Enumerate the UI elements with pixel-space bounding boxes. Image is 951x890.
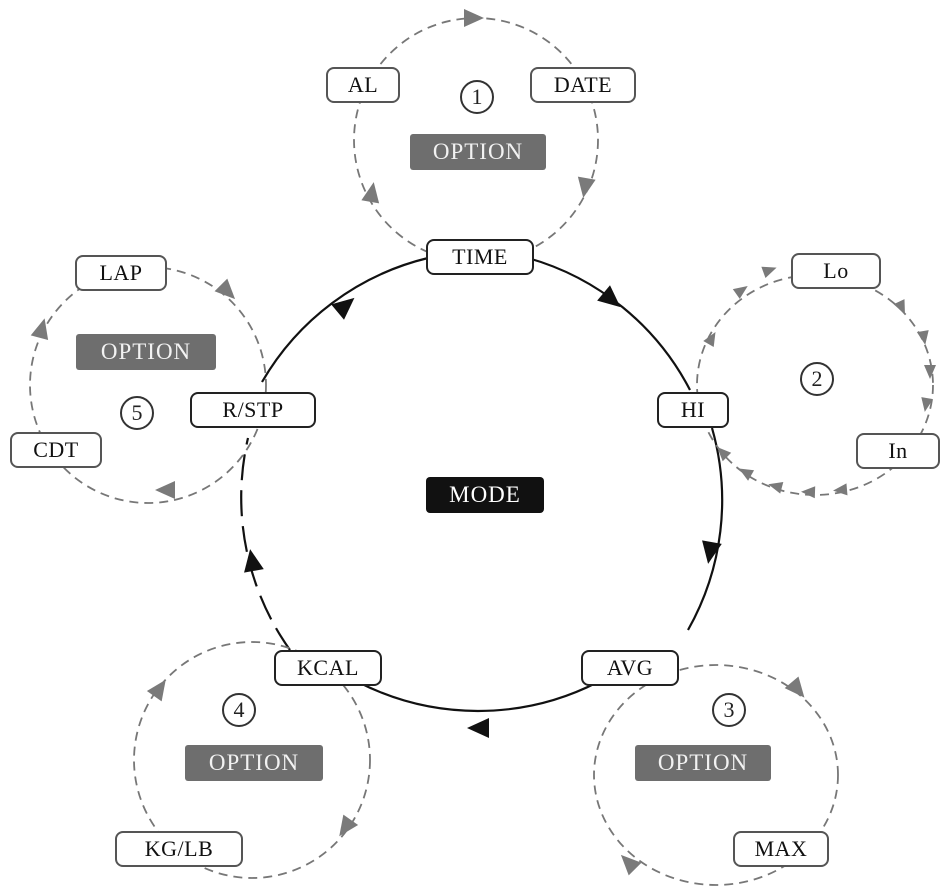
node-kcal: KCAL (274, 650, 382, 686)
cycle-number-1: 1 (460, 80, 494, 114)
sub-cycle-3 (593, 664, 839, 886)
arrow-rstp-to-time (331, 297, 355, 320)
cycle-number-4: 4 (222, 693, 256, 727)
sub-arrows (30, 9, 936, 876)
sub1-arrow-right (577, 176, 596, 198)
sub5-arrow-top (214, 278, 236, 300)
sub2-arrow-11 (738, 468, 755, 481)
node-max: MAX (733, 831, 829, 867)
sub3-arrow-top (784, 676, 805, 698)
node-kglb: KG/LB (115, 831, 243, 867)
node-cdt: CDT (10, 432, 102, 468)
main-arrows (244, 285, 722, 738)
node-avg: AVG (581, 650, 679, 686)
node-date: DATE (530, 67, 636, 103)
arrow-hi-to-avg (702, 540, 722, 564)
option-label-4: OPTION (185, 745, 323, 781)
node-al: AL (326, 67, 400, 103)
sub2-arrow-5 (916, 330, 929, 345)
sub5-arrow-left (30, 318, 49, 340)
node-hi: HI (657, 392, 729, 428)
sub1-arrow-top (464, 9, 484, 27)
main-cycle (240, 256, 724, 712)
main-arc-kcal-rstp (240, 437, 291, 651)
mode-label: MODE (426, 477, 544, 513)
sub3-arrow-bottom (620, 854, 642, 876)
sub2-arrow-2 (732, 285, 748, 299)
cycle-number-2: 2 (800, 362, 834, 396)
option-label-5: OPTION (76, 334, 216, 370)
sub2-arrow-12 (717, 447, 732, 462)
main-arc-rstp-time (261, 256, 429, 383)
sub-cycle-2 (696, 274, 934, 496)
option-label-3: OPTION (635, 745, 771, 781)
arrow-time-to-hi (597, 285, 621, 308)
sub2-arrow-1 (703, 331, 716, 348)
sub1-arrow-left (361, 182, 380, 204)
sub5-arrow-bottom (155, 481, 175, 499)
sub2-arrow-4 (893, 299, 905, 315)
node-rstp: R/STP (190, 392, 316, 428)
node-in: In (856, 433, 940, 469)
sub2-arrow-8 (833, 483, 848, 496)
sub2-arrow-10 (768, 482, 784, 494)
node-lo: Lo (791, 253, 881, 289)
main-arc-hi-avg (687, 427, 724, 631)
cycle-number-3: 3 (712, 693, 746, 727)
sub-cycle-4 (133, 641, 371, 879)
sub4-arrow-right (339, 814, 359, 837)
sub2-arrow-9 (801, 486, 816, 499)
sub2-arrow-6 (924, 365, 936, 379)
arrow-avg-to-kcal (467, 718, 489, 738)
sub2-arrow-3 (761, 266, 777, 279)
sub2-arrow-7 (921, 397, 934, 412)
sub4-arrow-left (146, 679, 166, 702)
option-label-1: OPTION (410, 134, 546, 170)
main-arc-avg-kcal (357, 681, 599, 712)
cycle-number-5: 5 (120, 396, 154, 430)
arrow-kcal-to-rstp (244, 549, 264, 573)
main-arc-time-hi (527, 256, 691, 391)
node-time: TIME (426, 239, 534, 275)
node-lap: LAP (75, 255, 167, 291)
